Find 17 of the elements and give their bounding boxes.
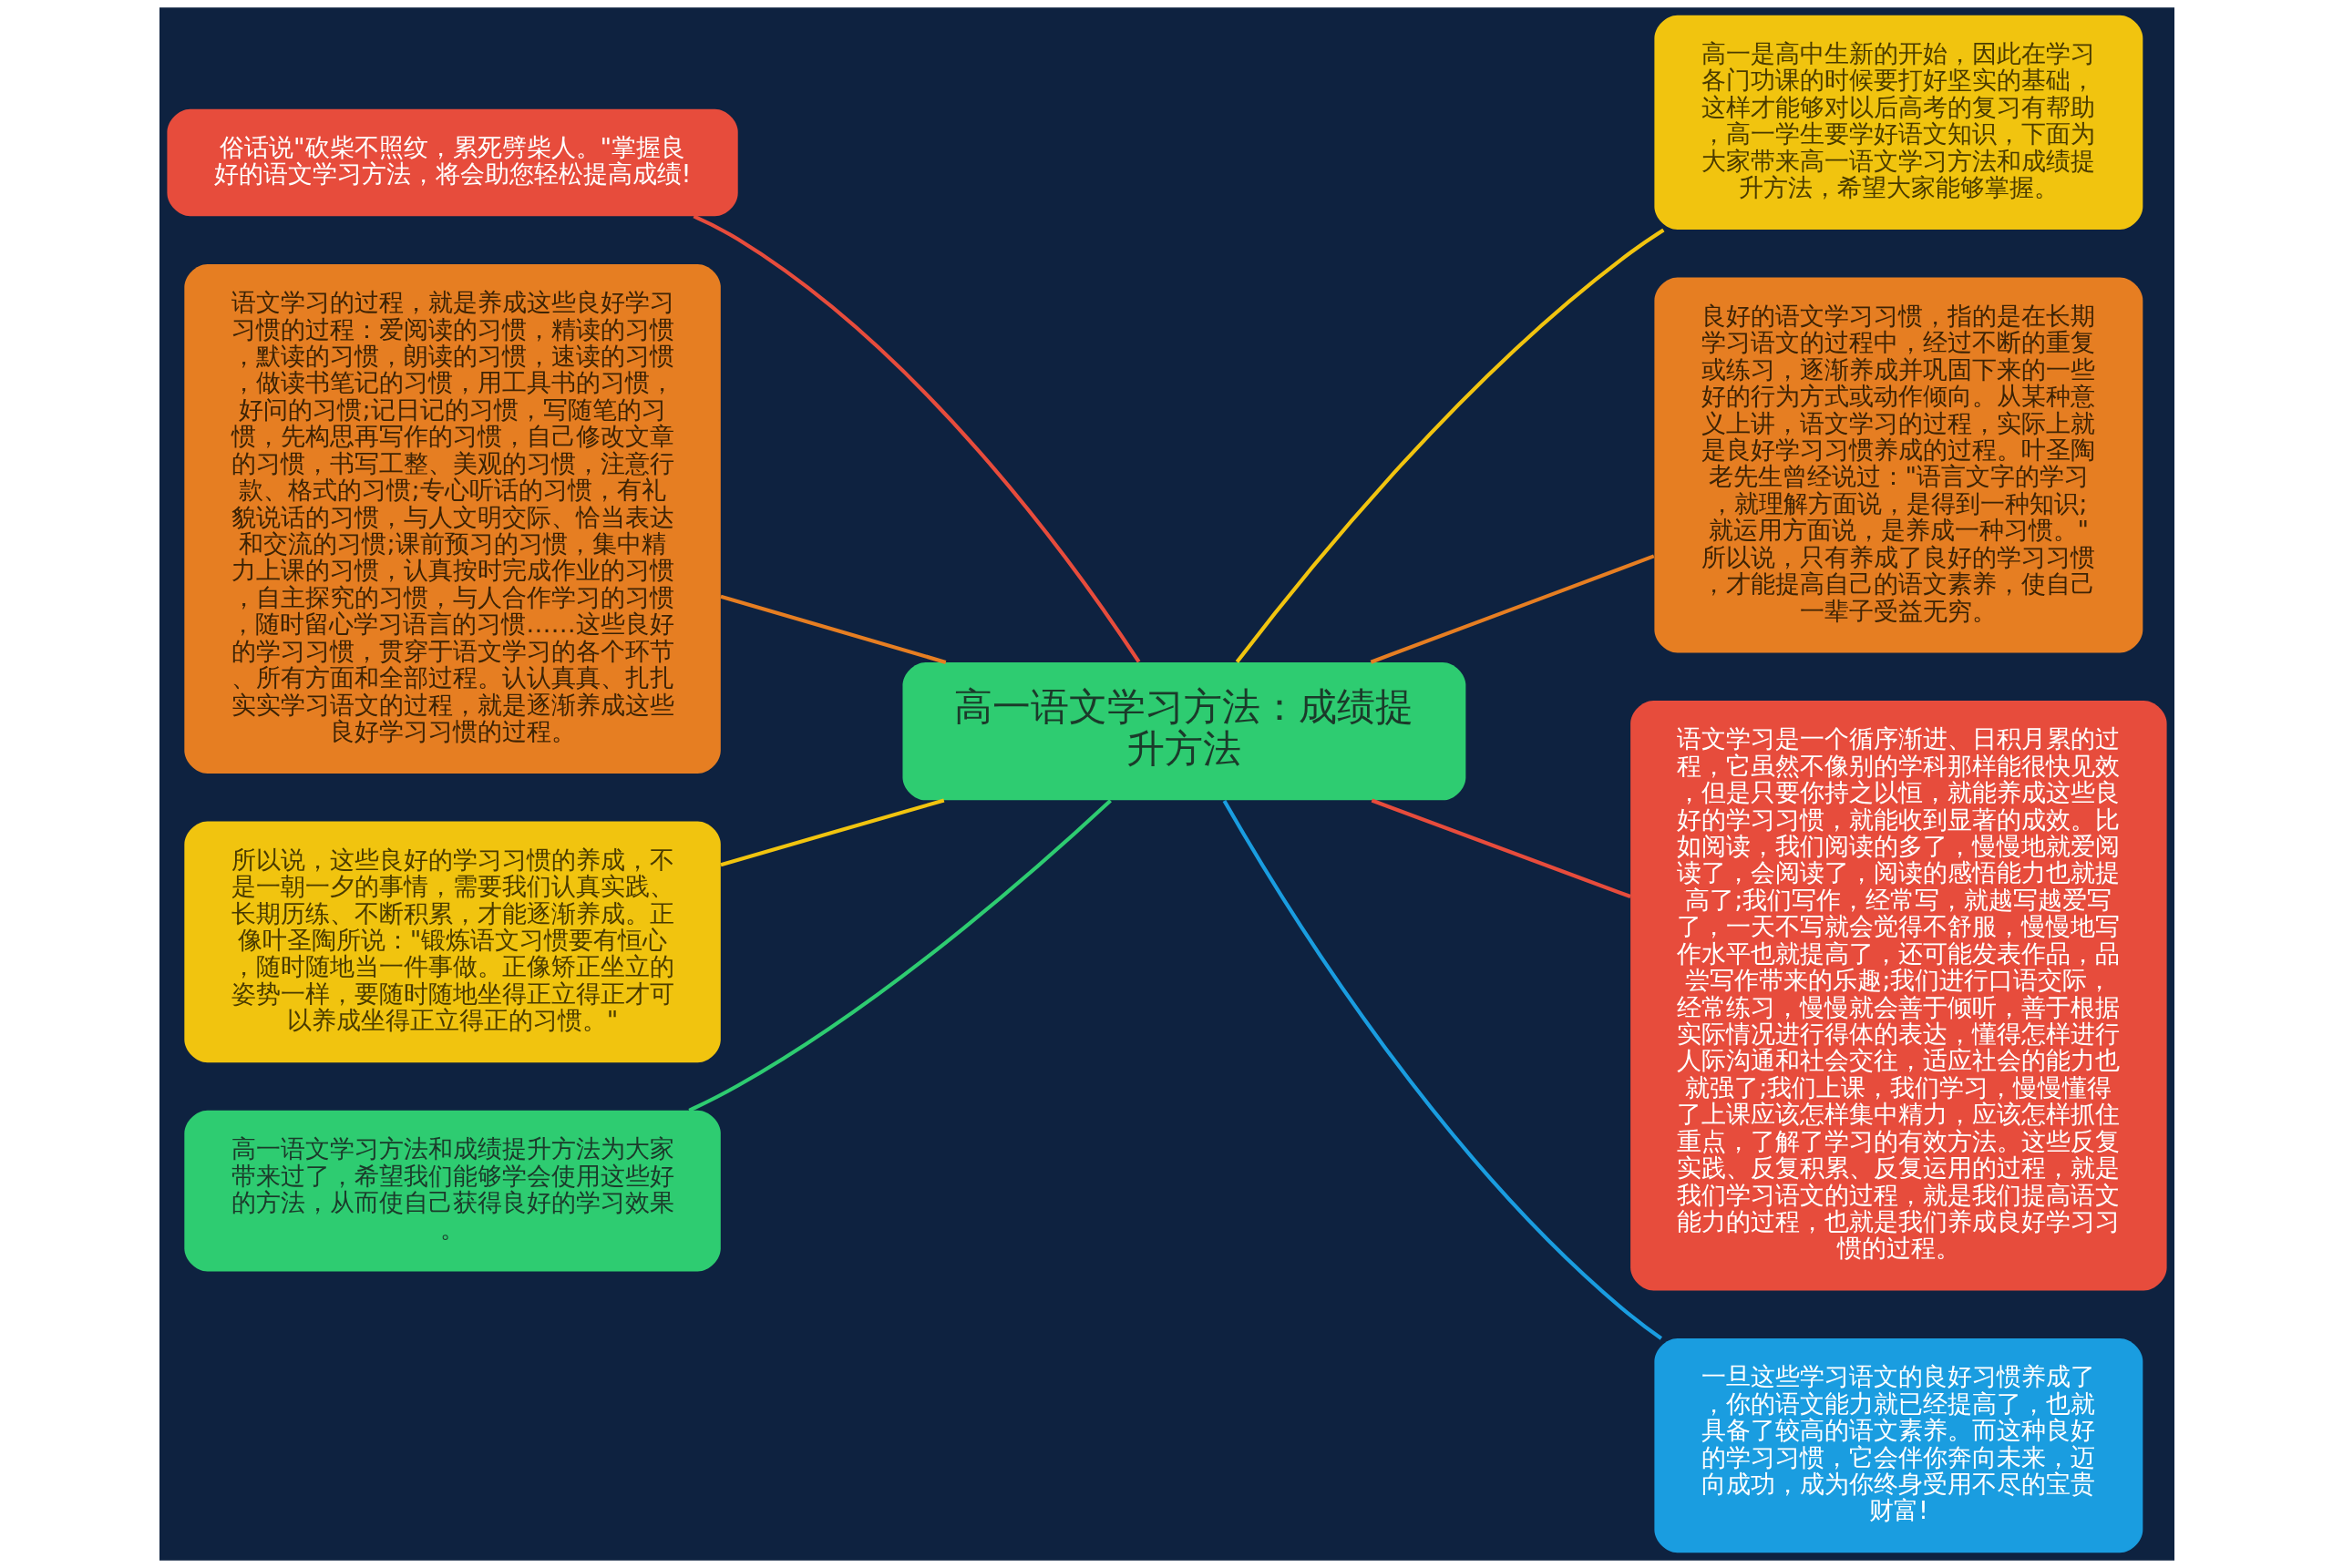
connector	[687, 799, 1112, 1112]
node-box: 语文学习是一个循序渐进、日积月累的过程，它虽然不像别的学科那样能很快见效，但是只要你持之以恒，就能养成这些良好的学习习惯，就能收到显著的成效。比如阅读，我们阅读的多了，慢慢地就爱阅读了，会阅读了，阅读的感悟能力也就提高了;我们写作，经常写，就越写越爱写了，一天不写就会觉得不舒服，慢慢地写作水平也就提高了，还可能发表作品，品尝写作带来的乐趣;我们进行口语交际，经常练习，慢慢就会善于倾听，善于根据实际情况进行得体的表达，懂得怎样进行人际沟通和社会交往，适应社会的能力也就强了;我们上课，我们学习，慢慢懂得了上课应该怎样集中精力，应该怎样抓住重点，了解了学习的有效方法。这些反复实践、反复积累、反复运用的过程，就是我们学习语文的过程，就是我们提高语文能力的过程，也就是我们养成良好学习习惯的过程。	[1629, 701, 2167, 1291]
node-box: 高一语文学习方法和成绩提升方法为大家带来过了，希望我们能够学会使用这些好的方法，从而使自己获得良好的学习效果。	[183, 1110, 721, 1272]
connector	[692, 214, 1140, 663]
connector	[1371, 798, 1631, 899]
connector	[719, 594, 946, 664]
connector	[1235, 228, 1664, 663]
node-box: 良好的语文学习习惯，指的是在长期学习语文的过程中，经过不断的重复或练习，逐渐养成并巩固下来的一些好的行为方式或动作倾向。从某种意义上讲，语文学习的过程，实际上就是良好学习习惯养成的过程。叶圣陶老先生曾经说过："语言文字的学习，就理解方面说，是得到一种知识;就运用方面说，是养成一种习惯。"所以说，只有养成了良好的学习习惯，才能提高自己的语文素养，使自己一辈子受益无穷。	[1653, 277, 2143, 653]
node-box: 高一是高中生新的开始，因此在学习各门功课的时候要打好坚实的基础，这样才能够对以后高考的复习有帮助，高一学生要学好语文知识，下面为大家带来高一语文学习方法和成绩提升方法，希望大家能够掌握。	[1653, 15, 2143, 231]
node-box: 所以说，这些良好的学习习惯的养成，不是一朝一夕的事情，需要我们认真实践、长期历练、不断积累，才能逐渐养成。正像叶圣陶所说："锻炼语文习惯要有恒心，随时随地当一件事做。正像矫正坐立的姿势一样，要随时随地坐得正立得正才可以养成坐得正立得正的习惯。"	[183, 821, 721, 1063]
node-box: 语文学习的过程，就是养成这些良好学习习惯的过程：爱阅读的习惯，精读的习惯，默读的习惯，朗读的习惯，速读的习惯，做读书笔记的习惯，用工具书的习惯，好问的习惯;记日记的习惯，写随笔的习惯，先构思再写作的习惯，自己修改文章的习惯，书写工整、美观的习惯，注意行款、格式的习惯;专心听话的习惯，有礼貌说话的习惯，与人文明交际、恰当表达和交流的习惯;课前预习的习惯，集中精力上课的习惯，认真按时完成作业的习惯，自主探究的习惯，与人合作学习的习惯，随时留心学习语言的习惯……这些良好的学习习惯，贯穿于语文学习的各个环节、所有方面和全部过程。认认真真、扎扎实实学习语文的过程，就是逐渐养成这些良好学习习惯的过程。	[183, 263, 721, 774]
node-box: 高一语文学习方法：成绩提升方法	[901, 662, 1465, 801]
connector	[1370, 554, 1655, 664]
connector	[719, 798, 944, 867]
node-box: 俗话说"砍柴不照纹，累死劈柴人。"掌握良好的语文学习方法，将会助您轻松提高成绩!	[166, 108, 738, 217]
node-box: 一旦这些学习语文的良好习惯养成了，你的语文能力就已经提高了，也就具备了较高的语文素养。而这种良好的学习习惯，它会伴你奔向未来，迈向成功，成为你终身受用不尽的宝贵财富!	[1653, 1337, 2143, 1553]
connector	[1222, 800, 1662, 1340]
